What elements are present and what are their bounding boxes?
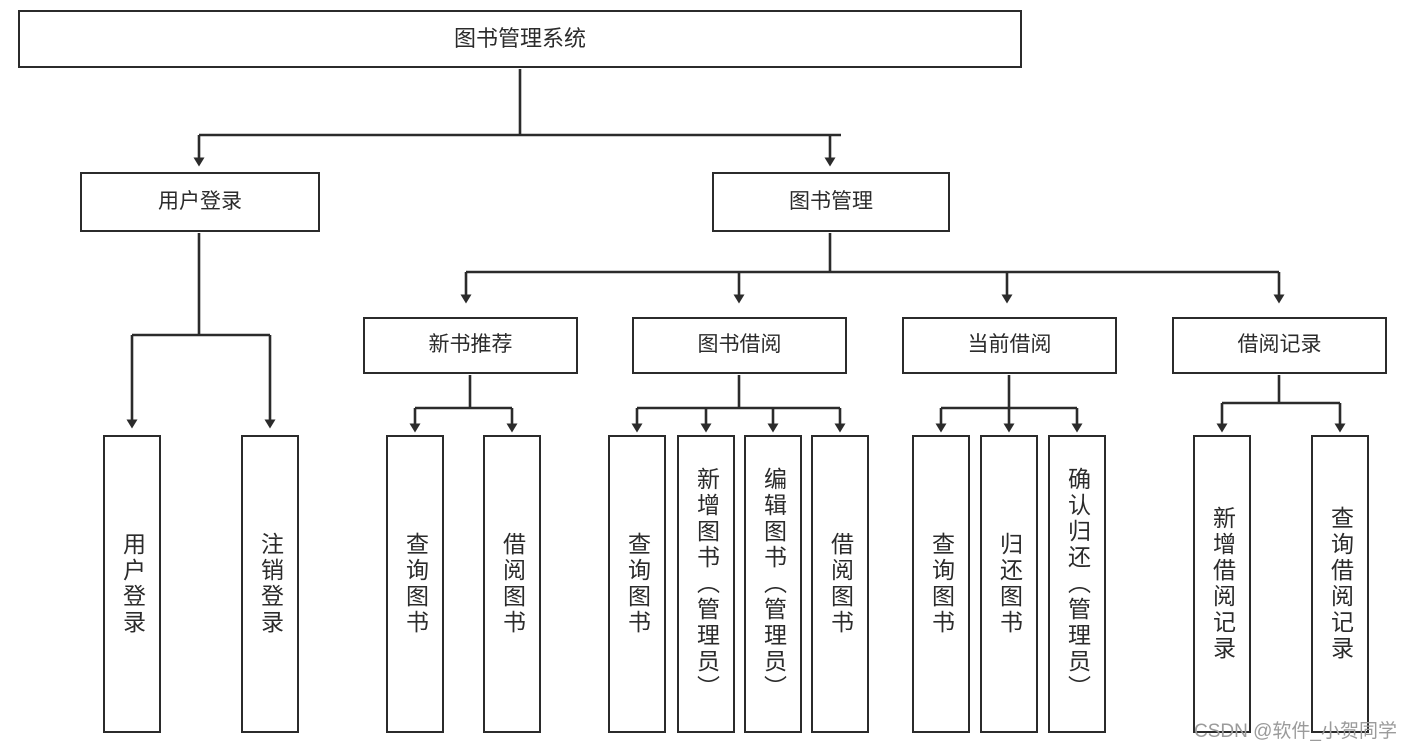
node-book-borrow[interactable]: 图书借阅 — [632, 317, 847, 374]
leaf-query-book-1-label: 查询图书 — [402, 532, 429, 636]
leaf-query-book-2-label: 查询图书 — [624, 532, 651, 636]
node-root[interactable]: 图书管理系统 — [18, 10, 1022, 68]
leaf-user-login[interactable]: 用户登录 — [103, 435, 161, 733]
node-borrow-record-label: 借阅记录 — [1237, 333, 1322, 357]
leaf-add-book-label: 新增图书（管理员） — [693, 467, 720, 701]
leaf-confirm-return-label: 确认归还（管理员） — [1064, 467, 1091, 701]
leaf-add-record[interactable]: 新增借阅记录 — [1193, 435, 1251, 733]
node-user-login-label: 用户登录 — [158, 189, 242, 213]
leaf-borrow-book-1[interactable]: 借阅图书 — [483, 435, 541, 733]
node-book-management[interactable]: 图书管理 — [712, 172, 950, 232]
node-current-borrow-label: 当前借阅 — [967, 333, 1052, 357]
leaf-borrow-book-2-label: 借阅图书 — [827, 532, 854, 636]
node-borrow-record[interactable]: 借阅记录 — [1172, 317, 1387, 374]
node-root-label: 图书管理系统 — [453, 26, 586, 52]
node-current-borrow[interactable]: 当前借阅 — [902, 317, 1117, 374]
leaf-borrow-book-1-label: 借阅图书 — [499, 532, 526, 636]
leaf-add-record-label: 新增借阅记录 — [1209, 506, 1236, 662]
leaf-logout-label: 注销登录 — [257, 532, 284, 636]
node-new-book-recommend-label: 新书推荐 — [428, 333, 513, 357]
leaf-query-book-3-label: 查询图书 — [928, 532, 955, 636]
node-user-login[interactable]: 用户登录 — [80, 172, 320, 232]
leaf-query-book-3[interactable]: 查询图书 — [912, 435, 970, 733]
node-new-book-recommend[interactable]: 新书推荐 — [363, 317, 578, 374]
leaf-edit-book-label: 编辑图书（管理员） — [760, 467, 787, 701]
leaf-user-login-label: 用户登录 — [119, 532, 146, 636]
node-book-management-label: 图书管理 — [789, 189, 873, 213]
leaf-query-record[interactable]: 查询借阅记录 — [1311, 435, 1369, 733]
leaf-query-book-2[interactable]: 查询图书 — [608, 435, 666, 733]
node-book-borrow-label: 图书借阅 — [697, 333, 782, 357]
leaf-query-book-1[interactable]: 查询图书 — [386, 435, 444, 733]
leaf-return-book[interactable]: 归还图书 — [980, 435, 1038, 733]
leaf-return-book-label: 归还图书 — [996, 532, 1023, 636]
leaf-edit-book[interactable]: 编辑图书（管理员） — [744, 435, 802, 733]
leaf-query-record-label: 查询借阅记录 — [1327, 506, 1354, 662]
leaf-confirm-return[interactable]: 确认归还（管理员） — [1048, 435, 1106, 733]
leaf-add-book[interactable]: 新增图书（管理员） — [677, 435, 735, 733]
leaf-logout[interactable]: 注销登录 — [241, 435, 299, 733]
watermark: CSDN @软件_小贺同学 — [1194, 721, 1397, 742]
leaf-borrow-book-2[interactable]: 借阅图书 — [811, 435, 869, 733]
